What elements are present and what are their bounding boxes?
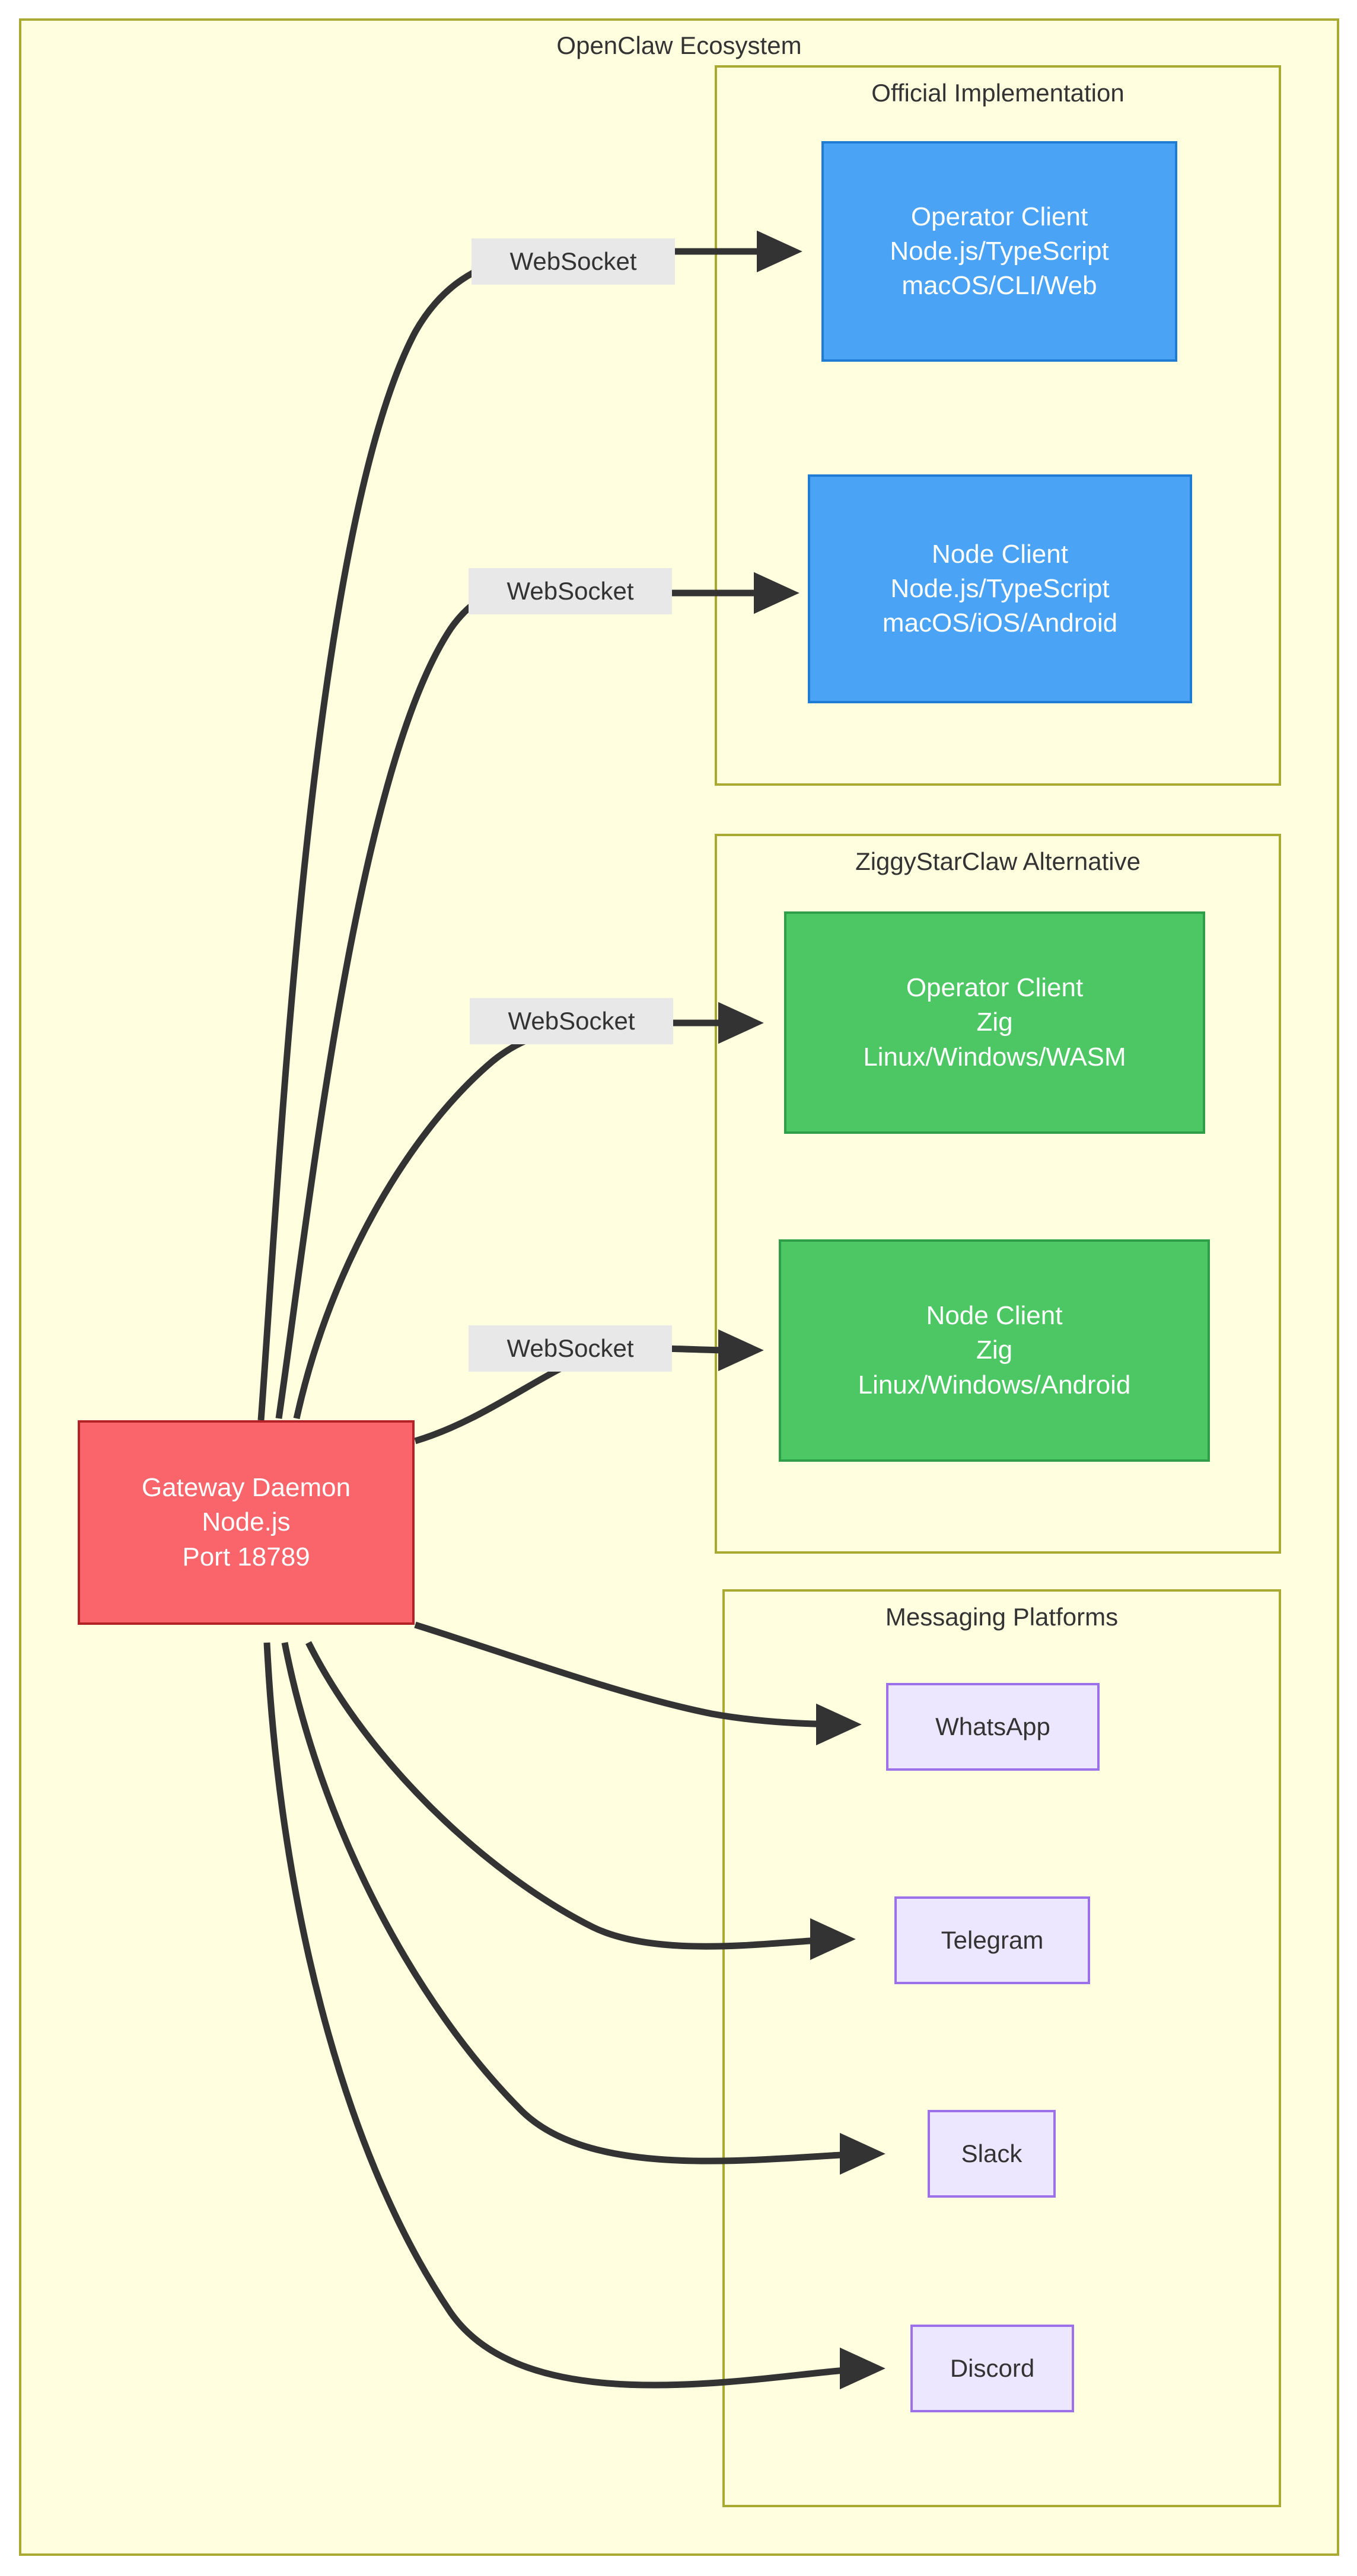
edge-gateway-to-whatsapp: [414, 1621, 862, 1746]
node-gateway-daemon-line-3: Port 18789: [182, 1542, 310, 1571]
node-official-operator-client-line-2: Node.js/TypeScript: [890, 236, 1109, 266]
cluster-messaging-platforms-title: Messaging Platforms: [885, 1603, 1119, 1631]
node-telegram[interactable]: Telegram: [894, 1896, 1090, 1984]
node-ziggy-operator-client-line-2: Zig: [976, 1008, 1013, 1037]
node-gateway-daemon[interactable]: Gateway Daemon Node.js Port 18789: [78, 1420, 415, 1625]
node-slack-label: Slack: [961, 2140, 1022, 2168]
node-ziggy-node-client-line-3: Linux/Windows/Android: [858, 1370, 1131, 1399]
node-official-operator-client[interactable]: Operator Client Node.js/TypeScript macOS…: [821, 141, 1177, 362]
node-official-operator-client-line-3: macOS/CLI/Web: [902, 271, 1097, 301]
node-official-node-client-line-2: Node.js/TypeScript: [890, 573, 1110, 603]
node-whatsapp-label: WhatsApp: [935, 1713, 1050, 1741]
node-ziggy-operator-client-line-3: Linux/Windows/WASM: [863, 1042, 1126, 1072]
node-official-node-client-line-3: macOS/iOS/Android: [882, 608, 1118, 638]
edge-gateway-to-telegram: [305, 1641, 856, 1960]
edge-gateway-to-discord: [263, 1642, 885, 2390]
edge-label-websocket-ziggy-operator: WebSocket: [470, 998, 673, 1044]
edge-gateway-to-slack: [281, 1641, 885, 2175]
node-gateway-daemon-line-1: Gateway Daemon: [141, 1473, 351, 1503]
cluster-openclaw-ecosystem-label: OpenClaw Ecosystem: [556, 31, 802, 59]
node-slack[interactable]: Slack: [928, 2110, 1056, 2198]
node-official-node-client-line-1: Node Client: [932, 539, 1068, 569]
node-ziggy-node-client-line-1: Node Client: [926, 1301, 1063, 1331]
node-ziggy-node-client-line-2: Zig: [976, 1335, 1013, 1365]
edge-label-websocket-official-node: WebSocket: [469, 568, 672, 614]
edge-gateway-to-official-operator: [257, 230, 802, 1421]
node-ziggy-operator-client[interactable]: Operator Client Zig Linux/Windows/WASM: [784, 911, 1205, 1134]
cluster-official-implementation-title: Official Implementation: [871, 79, 1125, 107]
node-whatsapp[interactable]: WhatsApp: [886, 1683, 1100, 1771]
cluster-ziggystarclaw-alternative-title: ZiggyStarClaw Alternative: [855, 847, 1141, 875]
node-discord[interactable]: Discord: [910, 2325, 1074, 2412]
node-telegram-label: Telegram: [941, 1926, 1044, 1955]
node-ziggy-node-client[interactable]: Node Client Zig Linux/Windows/Android: [779, 1239, 1210, 1462]
node-discord-label: Discord: [950, 2354, 1035, 2383]
node-gateway-daemon-line-2: Node.js: [202, 1507, 291, 1537]
node-ziggy-operator-client-line-1: Operator Client: [906, 973, 1084, 1003]
edge-label-websocket-official-operator: WebSocket: [472, 238, 675, 285]
node-official-node-client[interactable]: Node Client Node.js/TypeScript macOS/iOS…: [808, 474, 1192, 703]
edge-label-websocket-ziggy-node: WebSocket: [469, 1325, 672, 1372]
node-official-operator-client-line-1: Operator Client: [910, 202, 1088, 231]
